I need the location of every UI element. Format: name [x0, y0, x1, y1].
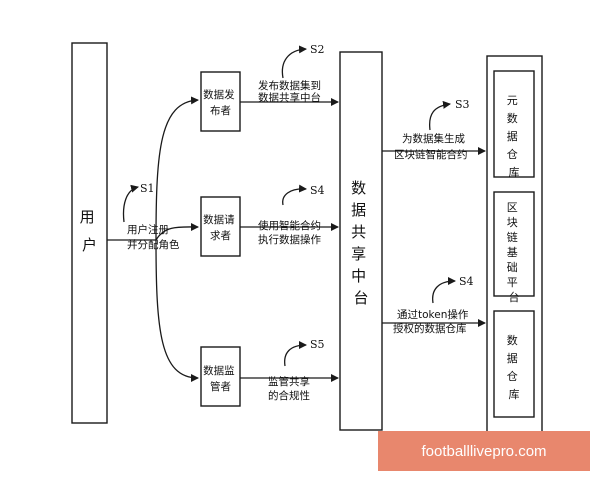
step-s4-label-requester: S4: [310, 184, 325, 197]
publisher-box: [200, 71, 241, 132]
s3-hook-edge: [428, 100, 451, 131]
step-s5-label: S5: [310, 338, 325, 351]
generate-contract-label: 为数据集生成 区块链智能合约: [394, 132, 468, 161]
publish-label: 发布数据集到 数据共享中台: [258, 79, 324, 104]
step-s2-label: S2: [310, 43, 325, 56]
s5-hook-edge: [284, 341, 307, 367]
requester-box: [200, 196, 241, 257]
watermark-banner: [378, 431, 590, 471]
s2-hook-edge: [281, 45, 307, 79]
user-to-publisher-edge: [155, 96, 199, 241]
data-store-label: 数 据 仓 库: [507, 334, 522, 401]
supervisor-label: 数据监 管者: [203, 364, 238, 393]
metadata-store-label: 元 数 据 仓 库: [507, 94, 522, 179]
publisher-label: 数据发 布者: [203, 88, 238, 117]
s1-hook-edge: [122, 184, 139, 223]
supervise-label: 监管共享 的合规性: [268, 375, 313, 402]
step-s4-label-storage: S4: [459, 275, 474, 288]
s4b-hook-edge: [432, 277, 456, 304]
platform-box: [339, 51, 383, 431]
s4a-hook-edge: [282, 184, 307, 206]
step-s3-label: S3: [455, 98, 470, 111]
user-to-requester-edge: [155, 222, 199, 241]
execute-label: 使用智能合约 执行数据操作: [258, 219, 324, 246]
blockchain-label: 区 块 链 基 础 平 台: [507, 201, 522, 304]
user-label: 用 户: [80, 208, 100, 254]
watermark-text: footballlivepro.com: [421, 443, 546, 460]
user-box: [71, 42, 108, 424]
blockchain-box: [493, 191, 535, 297]
metadata-store-box: [493, 70, 535, 178]
data-store-box: [493, 310, 535, 418]
requester-label: 数据请 求者: [203, 213, 238, 242]
step-s1-label: S1: [140, 182, 155, 195]
platform-label: 数 据 共 享 中 台: [351, 179, 371, 307]
register-label: 用户注册 并分配角色: [127, 223, 180, 251]
supervisor-box: [200, 346, 241, 407]
authorize-label: 通过token操作 授权的数据仓库: [393, 308, 472, 335]
user-to-supervisor-edge: [155, 239, 199, 382]
